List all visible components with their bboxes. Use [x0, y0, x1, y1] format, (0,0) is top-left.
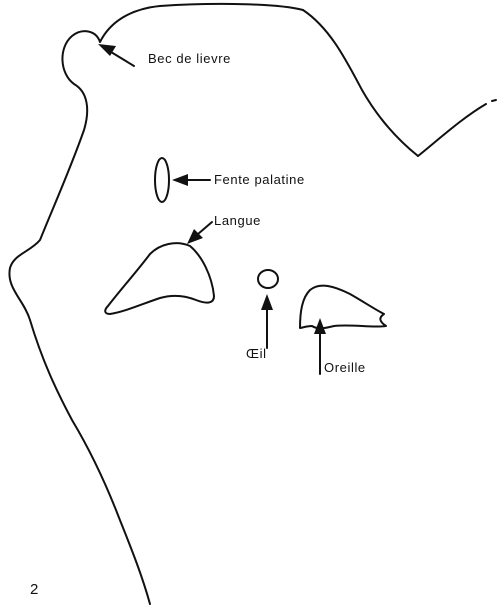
label-fente-palatine: Fente palatine [214, 172, 305, 187]
tongue [105, 243, 214, 314]
label-bec-de-lievre: Bec de lievre [148, 51, 231, 66]
neck-contour [418, 104, 486, 156]
figure-number: 2 [30, 581, 39, 598]
palatine-cleft [155, 158, 169, 202]
arrowhead-oeil [261, 294, 273, 310]
neck-dash [492, 100, 496, 101]
back-contour [303, 10, 418, 156]
arrowhead-fente [172, 174, 188, 186]
label-oreille: Oreille [324, 360, 366, 375]
eye [258, 270, 278, 288]
ear [300, 286, 386, 329]
label-oeil: Œil [246, 346, 267, 361]
head-outline [9, 4, 303, 604]
arrow-shaft-bec [111, 52, 134, 66]
arrowhead-oreille [314, 318, 326, 334]
arrow-shaft-langue [198, 222, 212, 234]
label-langue: Langue [214, 213, 261, 228]
